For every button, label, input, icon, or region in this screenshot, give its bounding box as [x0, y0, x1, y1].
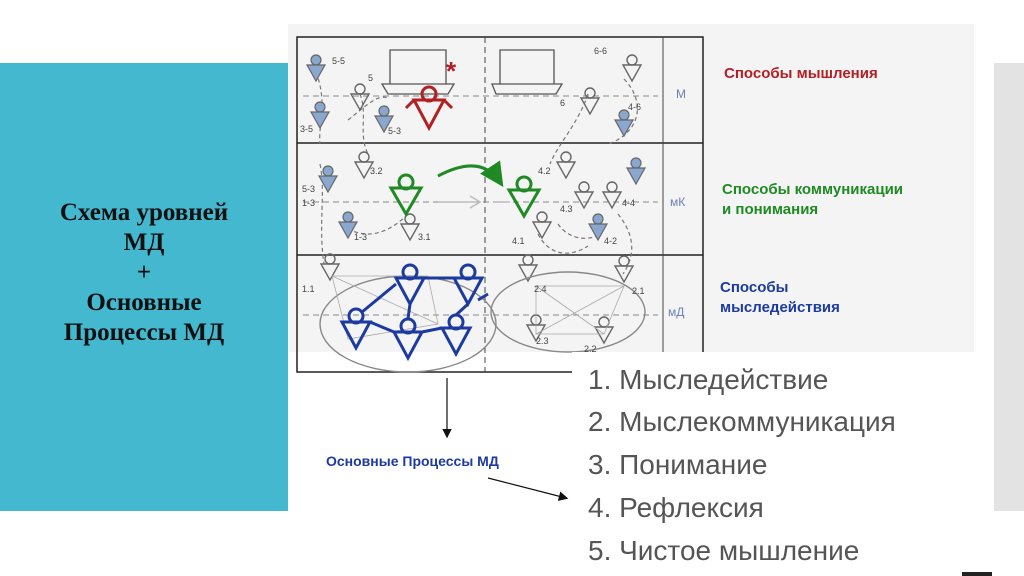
laptop-icon-right — [491, 49, 564, 95]
svg-text:4-6: 4-6 — [628, 102, 641, 112]
process-item-4: 4. Рефлексия — [588, 492, 764, 523]
laptop-icon-left — [380, 49, 456, 95]
slide-title: Схема уровней МД + Основные Процессы МД — [0, 198, 288, 348]
svg-text:3.2: 3.2 — [370, 166, 383, 176]
process-item-3: 3. Понимание — [588, 449, 768, 480]
legend-communication-line-2: и понимания — [722, 201, 819, 218]
node-labels: 5-5 5 3-5 5-3 6-6 6 4-6 3.2 5-3 1-3 1-3 … — [300, 46, 645, 354]
legend-action-line-2: мыследействия — [720, 299, 840, 316]
svg-text:4.1: 4.1 — [512, 236, 525, 246]
svg-text:5-3: 5-3 — [302, 184, 315, 194]
process-item-1: 1. Мыследействие — [588, 364, 829, 395]
title-line-1: Схема уровней — [59, 199, 229, 226]
process-item-5: 5. Чистое мышление — [588, 535, 860, 566]
legend-action: Способы мыследействия — [720, 278, 840, 318]
legend-action-line-1: Способы — [720, 279, 789, 296]
svg-text:4.2: 4.2 — [538, 166, 551, 176]
title-line-5: Процессы МД — [63, 319, 225, 346]
svg-text:4-4: 4-4 — [622, 198, 635, 208]
communication-figures — [388, 160, 542, 220]
level-label-m: М — [676, 87, 686, 101]
levels-diagram: 5-5 5 3-5 5-3 6-6 6 4-6 3.2 5-3 1-3 1-3 … — [296, 36, 704, 373]
processes-label: Основные Процессы МД — [326, 453, 499, 469]
legend-communication-line-1: Способы коммуникации — [722, 181, 904, 198]
asterisk-mark: * — [446, 56, 457, 86]
svg-text:5-3: 5-3 — [388, 126, 401, 136]
level-label-mk: мК — [670, 195, 685, 209]
svg-text:3-5: 3-5 — [300, 124, 313, 134]
svg-text:6-6: 6-6 — [594, 46, 607, 56]
svg-text:5-5: 5-5 — [332, 56, 345, 66]
legend-communication: Способы коммуникации и понимания — [722, 180, 903, 220]
right-gray-strip — [994, 63, 1024, 511]
svg-text:2.1: 2.1 — [632, 286, 645, 296]
process-list-box — [572, 352, 992, 576]
svg-text:4.3: 4.3 — [560, 204, 573, 214]
level-label-md: мД — [668, 305, 684, 319]
process-item-2: 2. Мыслекоммуникация — [588, 406, 896, 437]
diagram-frame — [296, 36, 704, 373]
svg-text:1-3: 1-3 — [354, 232, 367, 242]
svg-text:4-2: 4-2 — [604, 236, 617, 246]
title-line-3: + — [136, 259, 152, 286]
svg-text:3.1: 3.1 — [418, 232, 431, 242]
svg-text:2.2: 2.2 — [584, 344, 597, 354]
legend-thinking: Способы мышления — [724, 65, 878, 82]
svg-text:2.3: 2.3 — [536, 336, 549, 346]
thinking-figure — [404, 85, 454, 132]
svg-text:6: 6 — [560, 98, 565, 108]
svg-text:1-3: 1-3 — [302, 198, 315, 208]
title-line-2: МД — [123, 229, 165, 256]
title-line-4: Основные — [86, 289, 202, 316]
corner-bar — [962, 572, 992, 576]
svg-text:1.1: 1.1 — [302, 284, 315, 294]
teal-side-panel — [0, 63, 288, 511]
svg-text:5: 5 — [368, 73, 373, 83]
action-cluster — [339, 263, 489, 362]
svg-text:2.4: 2.4 — [534, 284, 547, 294]
